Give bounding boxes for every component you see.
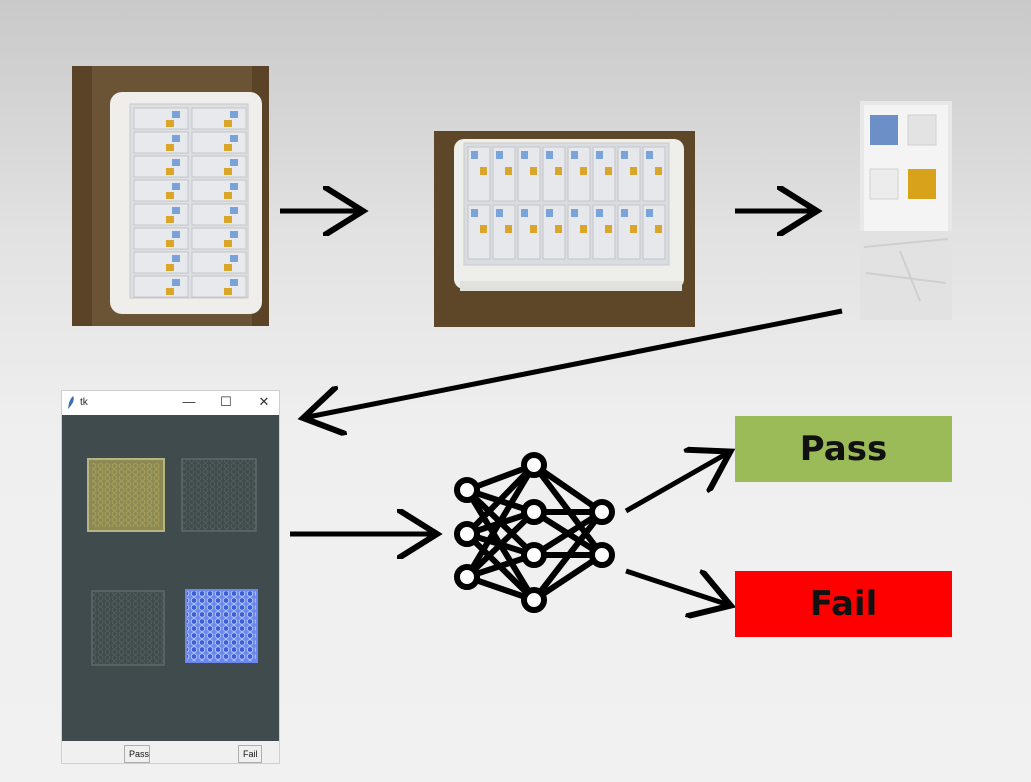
neural-network-icon [454,452,615,613]
arrow-fail [625,568,726,604]
fail-result-label: Fail [809,584,878,624]
minimize-button[interactable]: — [182,394,196,409]
tk-titlebar: tk — ☐ ✕ [62,391,279,415]
tk-feather-icon [68,396,74,409]
tk-image-canvas [62,415,279,741]
fail-button[interactable]: Fail [238,745,262,763]
tray-photo-horizontal [434,131,695,327]
cartridge-photo [860,101,952,320]
fail-result-box: Fail [735,571,952,637]
arrow-3 [308,308,843,417]
arrow-pass [624,454,726,514]
close-button[interactable]: ✕ [258,394,270,409]
tk-window: tk — ☐ ✕ Pass F [61,390,280,764]
pass-result-box: Pass [735,416,952,482]
pass-result-label: Pass [799,429,888,469]
pass-button[interactable]: Pass [124,745,150,763]
maximize-button[interactable]: ☐ [220,394,232,409]
tk-window-title: tk [80,397,88,408]
tray-photo-vertical [72,66,269,326]
